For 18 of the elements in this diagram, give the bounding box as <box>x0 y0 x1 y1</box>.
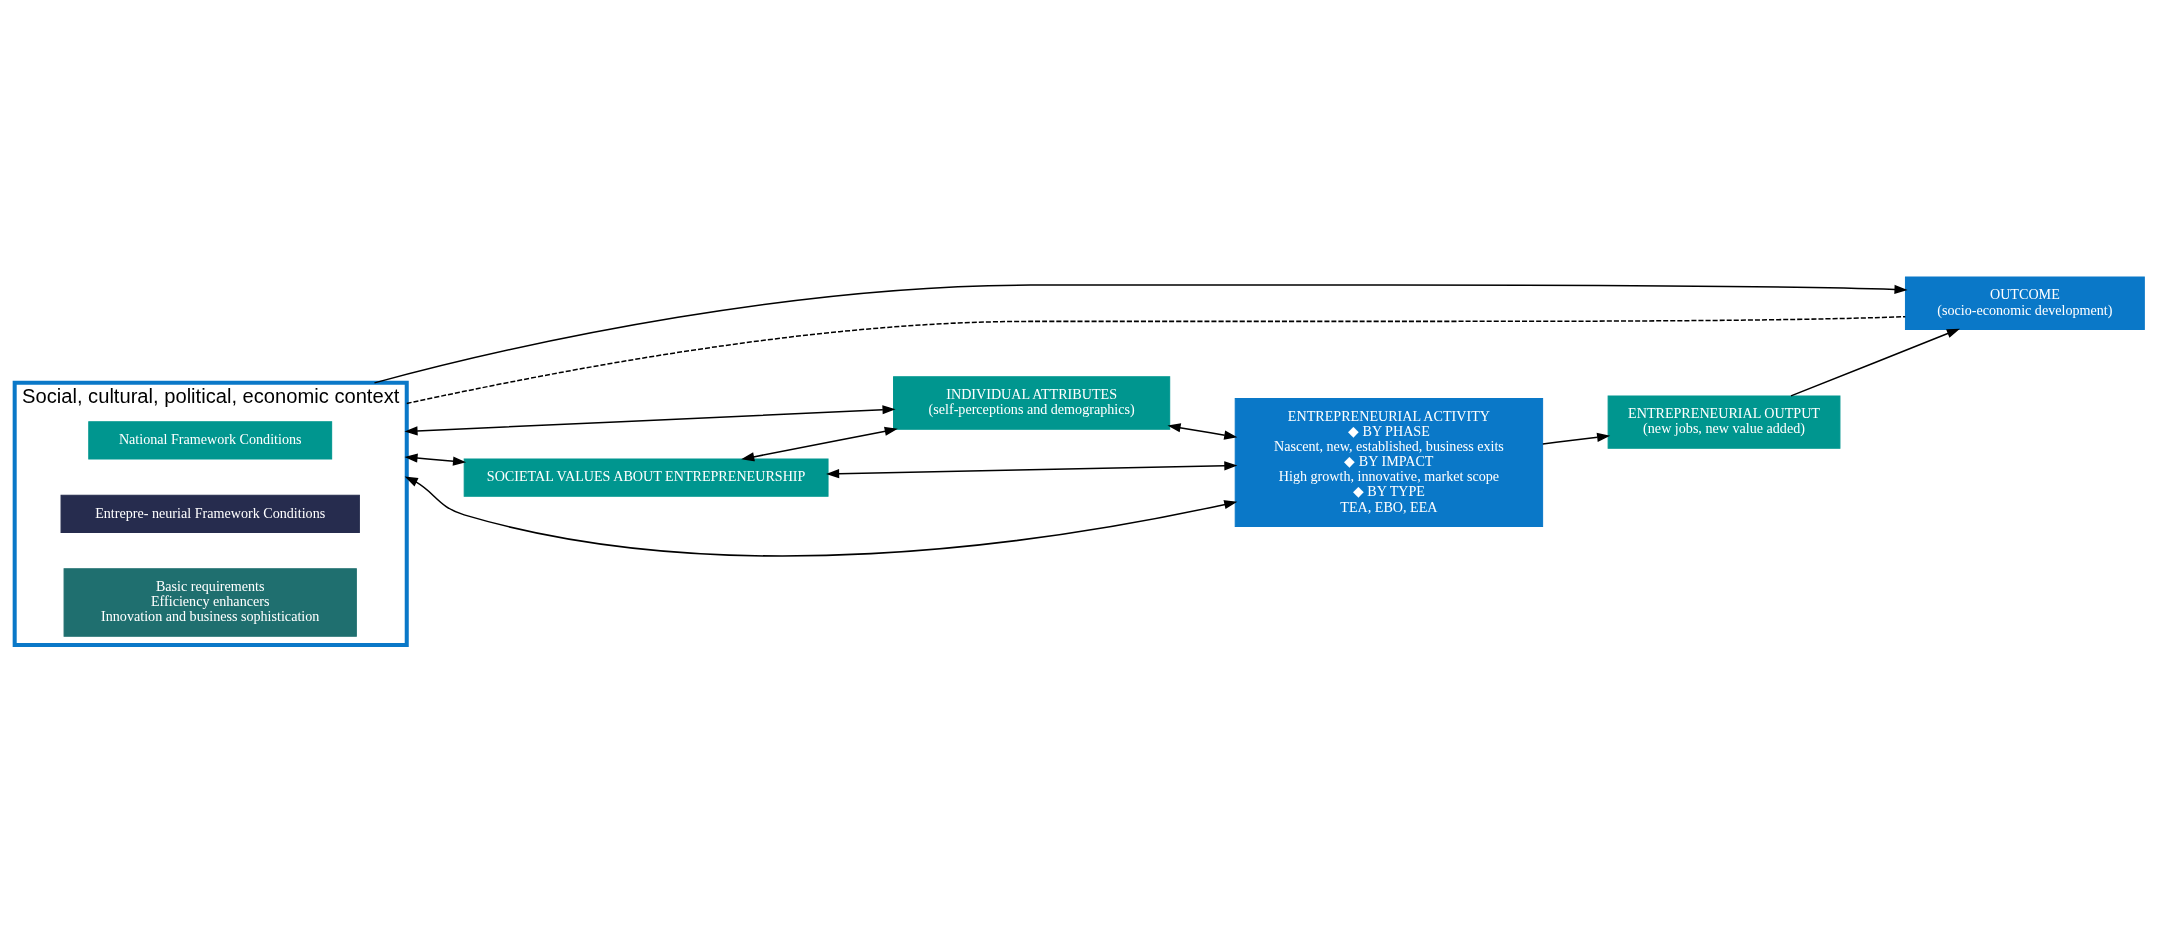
connector <box>406 315 1907 405</box>
node-box: ENTREPRENEURIAL OUTPUT (new jobs, new value added) <box>1607 395 1841 449</box>
node-box: Basic requirements Efficiency enhancers Innovation and business sophistication <box>63 568 357 637</box>
arrow <box>404 476 1238 557</box>
node-box: OUTCOME (socio-economic development) <box>1904 276 2145 330</box>
arrow <box>1167 423 1238 440</box>
node-box: National Framework Conditions <box>88 421 333 460</box>
arrow <box>741 426 898 462</box>
node-box: Entrepre- neurial Framework Conditions <box>60 494 360 534</box>
arrow <box>404 405 896 436</box>
arrow <box>1790 328 1960 397</box>
arrow <box>826 461 1238 479</box>
arrow <box>1542 432 1611 445</box>
node-box: ENTREPRENEURIAL ACTIVITY ◆ BY PHASE Nascent, new, established, business exits ◆ BY IMPACT High growth, innovative, market scope ◆ BY TYPE TEA, EBO, EEA <box>1234 397 1544 527</box>
arrow <box>404 453 467 466</box>
arrow <box>373 284 1908 384</box>
node-box: INDIVIDUAL ATTRIBUTES (self-perceptions and demographics) <box>893 376 1171 430</box>
node-box: SOCIETAL VALUES ABOUT ENTREPRENEURSHIP <box>463 458 829 497</box>
